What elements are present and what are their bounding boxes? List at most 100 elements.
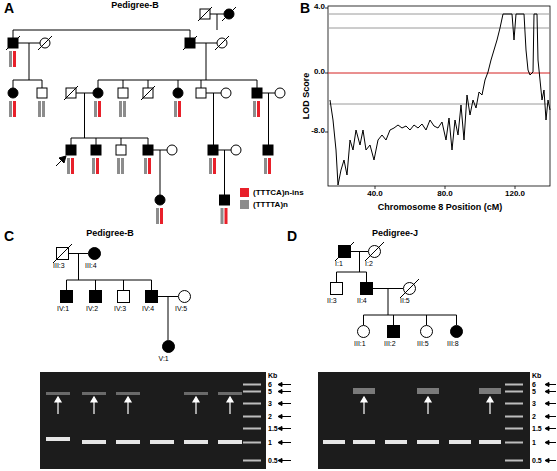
size-marker: 1.5 <box>532 425 542 432</box>
size-marker: Kb <box>268 372 277 379</box>
pedigree-symbol <box>263 145 273 155</box>
gel-image <box>449 440 471 444</box>
allele-bar <box>94 101 97 117</box>
size-marker: 1 <box>532 439 536 446</box>
pedigree-line <box>71 138 72 145</box>
pedigree-symbol <box>162 341 174 353</box>
pedigree-circle: IV:5 <box>178 290 191 303</box>
deceased-slash <box>64 86 78 100</box>
pedigree-square: IV:2 <box>89 290 102 303</box>
deceased-slash <box>6 7 236 100</box>
threshold-line <box>328 73 550 74</box>
plot-frame <box>515 186 516 189</box>
pedigree-line <box>42 80 43 88</box>
pedigree-symbol <box>162 340 175 353</box>
pedigree-symbol <box>89 248 101 260</box>
threshold-line <box>328 14 550 104</box>
deceased-slash <box>198 7 212 21</box>
pedigree-line <box>121 138 122 145</box>
gel-image <box>385 440 407 444</box>
individual-id: IV:3 <box>114 305 126 312</box>
pedigree-symbol <box>450 325 463 338</box>
size-arrow <box>545 459 549 463</box>
pedigree-circle: III:5 <box>420 325 433 338</box>
pedigree-line <box>98 80 99 88</box>
size-marker: 2 <box>532 413 536 420</box>
band-arrow <box>93 401 94 414</box>
size-arrow <box>545 383 549 387</box>
gel-image <box>417 440 439 444</box>
pedigree-line <box>84 93 85 138</box>
pedigree-square: IV:1 <box>60 290 73 303</box>
allele-bar <box>9 101 12 117</box>
deceased-slash <box>38 36 52 50</box>
band-arrow <box>363 401 364 414</box>
pedigree-symbol <box>116 145 126 155</box>
size-arrow <box>278 383 291 463</box>
pedigree-line <box>456 315 457 325</box>
legend-text: (TTTTA)n <box>253 200 288 209</box>
threshold-line <box>328 104 550 105</box>
pedigree-title: Pedigree-B <box>111 1 159 10</box>
deceased-slash <box>215 36 229 50</box>
allele-bar <box>9 51 12 67</box>
gel-image <box>505 384 523 462</box>
gel-image <box>505 428 523 430</box>
allele-bar <box>71 158 74 174</box>
pedigree-symbol <box>93 88 103 98</box>
panel-letter: A <box>4 1 14 15</box>
individual-id: III:1 <box>354 340 366 347</box>
gel-image <box>218 440 242 444</box>
size-marker: Kb <box>532 372 541 379</box>
couple-line <box>351 251 368 252</box>
pedigree-square: I:1 <box>338 245 351 258</box>
pedigree-symbol <box>388 326 400 338</box>
band-arrow <box>427 401 428 414</box>
pedigree-symbol <box>90 291 102 303</box>
gel-image <box>505 391 523 393</box>
allele-bar <box>268 158 271 174</box>
plot-frame <box>325 8 328 9</box>
band-arrow <box>127 401 128 414</box>
pedigree-symbol <box>91 145 101 155</box>
gel-image <box>323 440 501 444</box>
pedigree-symbol <box>167 145 177 155</box>
pedigree-symbol <box>330 282 343 295</box>
pedigree-line <box>190 30 191 38</box>
pedigree-line <box>96 138 97 145</box>
size-arrow <box>278 459 282 463</box>
pedigree-line <box>217 14 218 30</box>
allele-bar <box>213 158 216 174</box>
band-arrow <box>91 397 97 402</box>
pedigree-square: II:3 <box>330 282 343 295</box>
legend-swatch <box>240 200 249 209</box>
pedigree-line <box>13 80 14 88</box>
panel-letter: B <box>300 1 310 15</box>
gel-image <box>318 372 530 469</box>
allele-bar <box>178 101 181 117</box>
gel-image <box>82 440 106 444</box>
individual-id: II:3 <box>327 297 337 304</box>
pedigree-symbol <box>360 282 373 295</box>
allele-bar <box>121 158 124 174</box>
individual-id: IV:1 <box>57 305 69 312</box>
pedigree-line <box>148 138 149 145</box>
pedigree-symbol <box>89 290 102 303</box>
gel-image <box>505 403 523 405</box>
gel-image <box>243 391 261 393</box>
allele-bar <box>42 101 45 117</box>
individual-id: III:5 <box>417 340 429 347</box>
pedigree-line <box>66 280 67 290</box>
allele-bar <box>225 208 228 224</box>
pedigree-symbol <box>179 291 191 303</box>
gel-image <box>243 384 261 462</box>
size-arrow <box>545 383 556 463</box>
gel-image <box>116 440 140 444</box>
gel-image <box>318 372 530 469</box>
pedigree-symbol <box>331 283 343 295</box>
gel-image <box>243 403 261 405</box>
axis-title: Chromosome 8 Position (cM) <box>378 203 503 212</box>
pedigree-symbol <box>118 291 130 303</box>
